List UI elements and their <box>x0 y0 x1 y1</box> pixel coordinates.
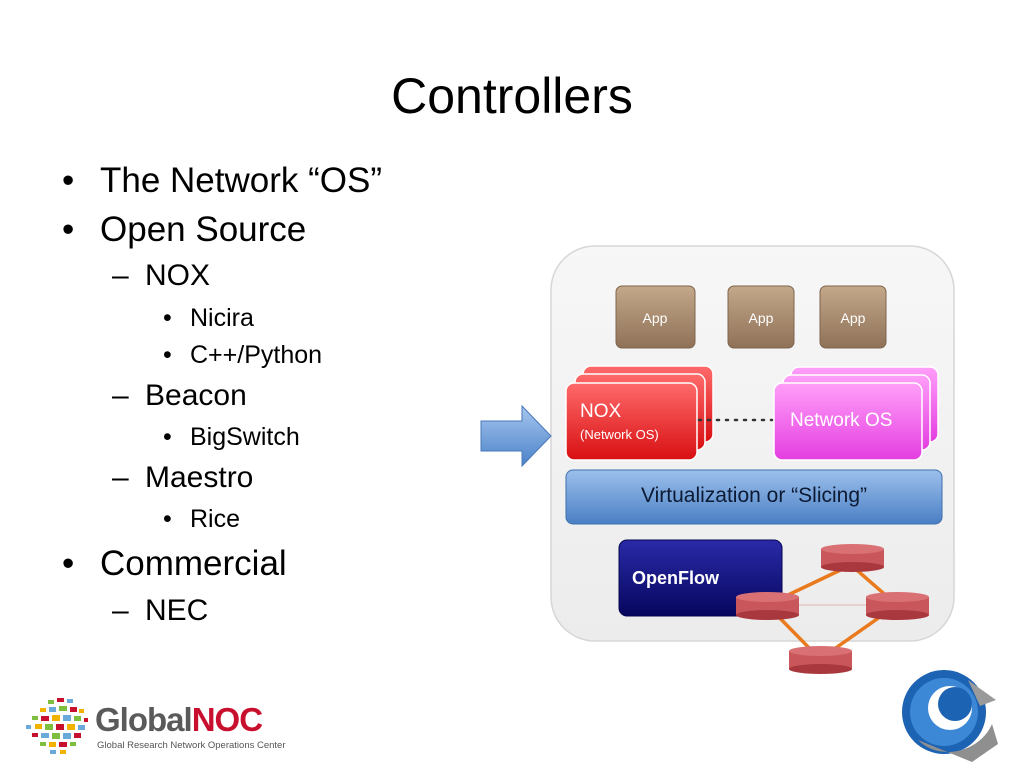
switch-icon <box>736 592 799 620</box>
bullet-list: •The Network “OS” •Open Source –NOX •Nic… <box>0 0 540 680</box>
virtualization-bar <box>565 469 943 525</box>
app-label: App <box>840 310 866 326</box>
openflow-label: OpenFlow <box>632 568 719 588</box>
bullet-item: • Commercial <box>62 543 287 585</box>
globalnoc-wordmark: GlobalNOC <box>95 701 263 739</box>
bullet-marker: • <box>163 304 172 332</box>
bullet-marker: – <box>112 259 129 292</box>
bullet-item: • The Network “OS” <box>62 160 382 202</box>
network-os-box <box>773 382 923 461</box>
logo-brand-global: Global <box>95 701 193 738</box>
bullet-text: Open Source <box>100 210 307 249</box>
bullet-item: • Rice <box>163 504 240 534</box>
app-box <box>615 285 696 349</box>
bullet-item: –NEC <box>112 593 208 629</box>
switch-icon <box>866 592 929 620</box>
bullet-marker: • <box>62 161 75 200</box>
bullet-item: • Nicira <box>163 303 254 333</box>
bullet-item: –Beacon <box>112 378 247 414</box>
pointer-arrow-icon <box>480 404 552 468</box>
logo-tagline: Global Research Network Operations Cente… <box>97 740 286 751</box>
bullet-text: Maestro <box>145 461 254 494</box>
bullet-marker: – <box>112 594 129 627</box>
bullet-item: • C++/Python <box>163 340 322 370</box>
logo-brand-noc: NOC <box>191 701 263 738</box>
bullet-marker: • <box>62 544 75 583</box>
bullet-text: Beacon <box>145 379 247 412</box>
bullet-marker: – <box>112 461 129 494</box>
bullet-item: • Open Source <box>62 209 306 251</box>
bullet-marker: • <box>163 341 172 369</box>
bullet-item: • BigSwitch <box>163 422 300 452</box>
switch-icon <box>789 646 852 674</box>
bullet-marker: – <box>112 379 129 412</box>
bullet-text: BigSwitch <box>190 423 300 451</box>
bullet-item: –Maestro <box>112 460 253 496</box>
switch-icon <box>821 544 884 572</box>
bullet-text: C++/Python <box>190 341 323 369</box>
network-os-label: Network OS <box>790 410 893 431</box>
bullet-text: The Network “OS” <box>100 161 382 200</box>
app-box <box>727 285 795 349</box>
bullet-text: Rice <box>190 505 241 533</box>
bullet-text: Nicira <box>190 304 254 332</box>
app-box <box>819 285 887 349</box>
swirl-logo-icon <box>902 670 998 762</box>
nox-box <box>565 382 698 461</box>
bullet-marker: • <box>163 423 172 451</box>
nox-label: NOX <box>580 401 622 422</box>
globalnoc-mosaic-icon <box>26 698 88 754</box>
slide-title: Controllers <box>391 68 633 124</box>
app-label: App <box>642 310 668 326</box>
bullet-marker: • <box>62 210 75 249</box>
bullet-item: –NOX <box>112 258 210 294</box>
bullet-text: NOX <box>145 259 211 292</box>
bullet-text: NEC <box>145 594 209 627</box>
bullet-marker: • <box>163 505 172 533</box>
virtualization-label: Virtualization or “Slicing” <box>640 484 868 507</box>
nox-sublabel: (Network OS) <box>580 427 659 442</box>
app-label: App <box>748 310 774 326</box>
bullet-text: Commercial <box>100 544 287 583</box>
